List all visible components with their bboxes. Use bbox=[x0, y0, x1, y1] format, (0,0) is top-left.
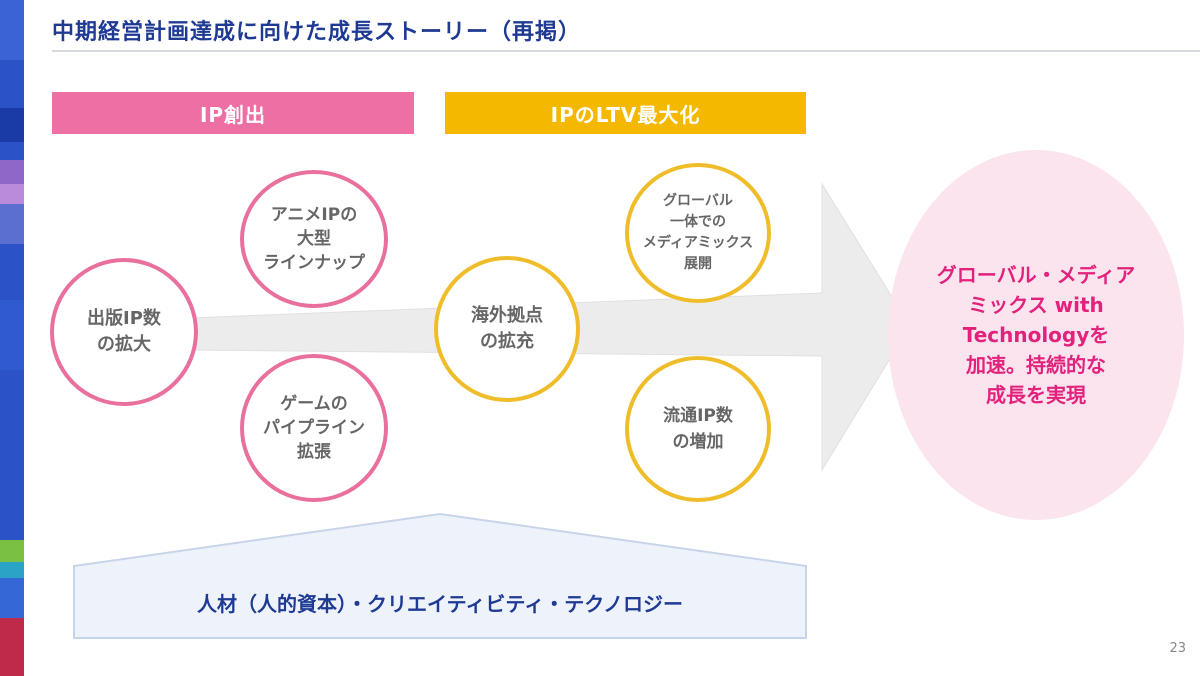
title-divider bbox=[52, 50, 1200, 52]
side-color-strip bbox=[0, 0, 24, 676]
foundation-label: 人材（人的資本）・クリエイティビティ・テクノロジー bbox=[197, 591, 683, 616]
phase-ip-ltv-header: IPのLTV最大化 bbox=[445, 92, 806, 134]
node-distribution-ip: 流通IP数 の増加 bbox=[625, 356, 771, 502]
goal-ellipse: グローバル・メディア ミックス with Technologyを 加速。持続的な… bbox=[888, 150, 1184, 520]
node-overseas-bases: 海外拠点 の拡充 bbox=[434, 256, 580, 402]
node-global-media-mix: グローバル 一体での メディアミックス 展開 bbox=[625, 163, 771, 303]
node-game-pipeline: ゲームの パイプライン 拡張 bbox=[240, 354, 388, 502]
phase-ip-creation-header: IP創出 bbox=[52, 92, 414, 134]
node-anime-ip: アニメIPの 大型 ラインナップ bbox=[240, 170, 388, 308]
node-publishing-ip: 出版IP数 の拡大 bbox=[50, 258, 198, 406]
page-title: 中期経営計画達成に向けた成長ストーリー（再掲） bbox=[52, 20, 582, 45]
foundation-shape bbox=[73, 512, 807, 639]
page-number: 23 bbox=[1169, 641, 1186, 656]
